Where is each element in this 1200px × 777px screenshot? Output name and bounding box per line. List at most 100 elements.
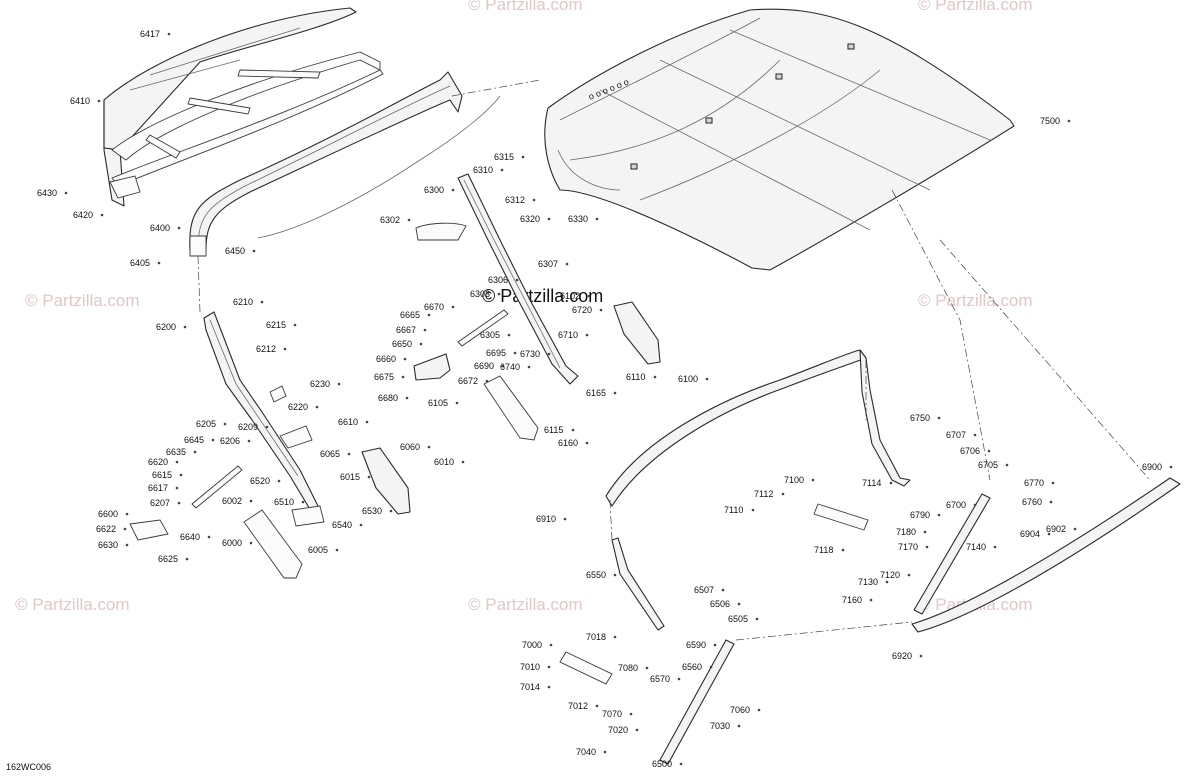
leader-dot bbox=[547, 352, 551, 356]
part-label-6590: 6590 bbox=[686, 640, 706, 650]
watermark: © Partzilla.com bbox=[468, 595, 583, 614]
part-label-7120: 7120 bbox=[880, 570, 900, 580]
part-label-7130: 7130 bbox=[858, 577, 878, 587]
leader-dot bbox=[485, 379, 489, 383]
part-label-6303: 6303 bbox=[470, 289, 490, 299]
part-label-7014: 7014 bbox=[520, 682, 540, 692]
leader-dot bbox=[223, 422, 227, 426]
part-label-6505: 6505 bbox=[728, 614, 748, 624]
part-label-6615: 6615 bbox=[152, 470, 172, 480]
watermark: © Partzilla.com bbox=[25, 291, 140, 310]
part-label-6610: 6610 bbox=[338, 417, 358, 427]
leader-dot bbox=[841, 548, 845, 552]
part-label-6160: 6160 bbox=[558, 438, 578, 448]
leader-dot bbox=[907, 573, 911, 577]
leader-dot bbox=[419, 342, 423, 346]
part-label-7018: 7018 bbox=[586, 632, 606, 642]
part-label-6000: 6000 bbox=[222, 538, 242, 548]
leader-dot bbox=[451, 305, 455, 309]
leader-dot bbox=[869, 598, 873, 602]
leader-dot bbox=[337, 382, 341, 386]
leader-dot bbox=[613, 573, 617, 577]
part-label-6902: 6902 bbox=[1046, 524, 1066, 534]
part-label-6102: 6102 bbox=[560, 291, 580, 301]
part-label-6540: 6540 bbox=[332, 520, 352, 530]
part-label-6730: 6730 bbox=[520, 349, 540, 359]
leader-dot bbox=[653, 375, 657, 379]
leader-dot bbox=[781, 492, 785, 496]
leader-dot bbox=[277, 479, 281, 483]
part-label-6910: 6910 bbox=[536, 514, 556, 524]
leader-dot bbox=[359, 523, 363, 527]
roof-front-frame bbox=[189, 71, 501, 257]
leader-dot bbox=[595, 217, 599, 221]
leader-dot bbox=[507, 333, 511, 337]
leader-dot bbox=[193, 450, 197, 454]
part-label-6110: 6110 bbox=[626, 372, 645, 382]
part-label-6065: 6065 bbox=[320, 449, 340, 459]
leader-dot bbox=[757, 708, 761, 712]
part-label-6670: 6670 bbox=[424, 302, 444, 312]
part-label-6400: 6400 bbox=[150, 223, 170, 233]
part-label-6206: 6206 bbox=[220, 436, 240, 446]
part-label-6015: 6015 bbox=[340, 472, 360, 482]
part-label-6680: 6680 bbox=[378, 393, 398, 403]
part-label-6740: 6740 bbox=[500, 362, 520, 372]
part-label-6005: 6005 bbox=[308, 545, 328, 555]
leader-dot bbox=[179, 473, 183, 477]
part-label-6617: 6617 bbox=[148, 483, 168, 493]
part-label-6707: 6707 bbox=[946, 430, 966, 440]
leader-dot bbox=[401, 375, 405, 379]
part-label-6667: 6667 bbox=[396, 325, 416, 335]
leader-dot bbox=[252, 249, 256, 253]
leader-dot bbox=[500, 168, 504, 172]
part-label-6410: 6410 bbox=[70, 96, 90, 106]
leader-dot bbox=[755, 617, 759, 621]
leader-dot bbox=[211, 438, 215, 442]
leader-dot bbox=[585, 441, 589, 445]
part-label-7140: 7140 bbox=[966, 542, 986, 552]
leader-dot bbox=[713, 643, 717, 647]
part-label-6165: 6165 bbox=[586, 388, 606, 398]
leader-dot bbox=[677, 677, 681, 681]
left-pillar-assembly bbox=[129, 311, 411, 579]
part-label-6904: 6904 bbox=[1020, 529, 1040, 539]
part-label-6530: 6530 bbox=[362, 506, 382, 516]
part-label-6750: 6750 bbox=[910, 413, 930, 423]
leader-dot bbox=[249, 499, 253, 503]
part-label-6500: 6500 bbox=[652, 759, 672, 769]
watermark: © Partzilla.com bbox=[15, 595, 130, 614]
part-label-6115: 6115 bbox=[544, 425, 563, 435]
part-label-7020: 7020 bbox=[608, 725, 628, 735]
part-label-6705: 6705 bbox=[978, 460, 998, 470]
leader-dot bbox=[461, 460, 465, 464]
part-label-6330: 6330 bbox=[568, 214, 588, 224]
part-label-6315: 6315 bbox=[494, 152, 514, 162]
part-label-6506: 6506 bbox=[710, 599, 730, 609]
leader-dot bbox=[455, 401, 459, 405]
part-label-6770: 6770 bbox=[1024, 478, 1044, 488]
leader-dot bbox=[973, 433, 977, 437]
part-label-7100: 7100 bbox=[784, 475, 804, 485]
leader-dot bbox=[347, 452, 351, 456]
leader-dot bbox=[247, 439, 251, 443]
leader-dot bbox=[100, 213, 104, 217]
part-label-6625: 6625 bbox=[158, 554, 178, 564]
leader-dot bbox=[629, 712, 633, 716]
part-label-6100: 6100 bbox=[678, 374, 698, 384]
leader-dot bbox=[301, 500, 305, 504]
part-label-6405: 6405 bbox=[130, 258, 150, 268]
part-label-6215: 6215 bbox=[266, 320, 286, 330]
leader-dot bbox=[811, 478, 815, 482]
part-label-7160: 7160 bbox=[842, 595, 862, 605]
leader-dot bbox=[405, 396, 409, 400]
part-label-7012: 7012 bbox=[568, 701, 588, 711]
diagram-code: 162WC006 bbox=[6, 762, 51, 772]
part-label-6002: 6002 bbox=[222, 496, 242, 506]
leader-dot bbox=[497, 292, 501, 296]
leader-dot bbox=[737, 724, 741, 728]
leader-dot bbox=[367, 475, 371, 479]
part-label-7114: 7114 bbox=[862, 478, 881, 488]
part-label-6105: 6105 bbox=[428, 398, 448, 408]
watermark: © Partzilla.com bbox=[918, 291, 1033, 310]
